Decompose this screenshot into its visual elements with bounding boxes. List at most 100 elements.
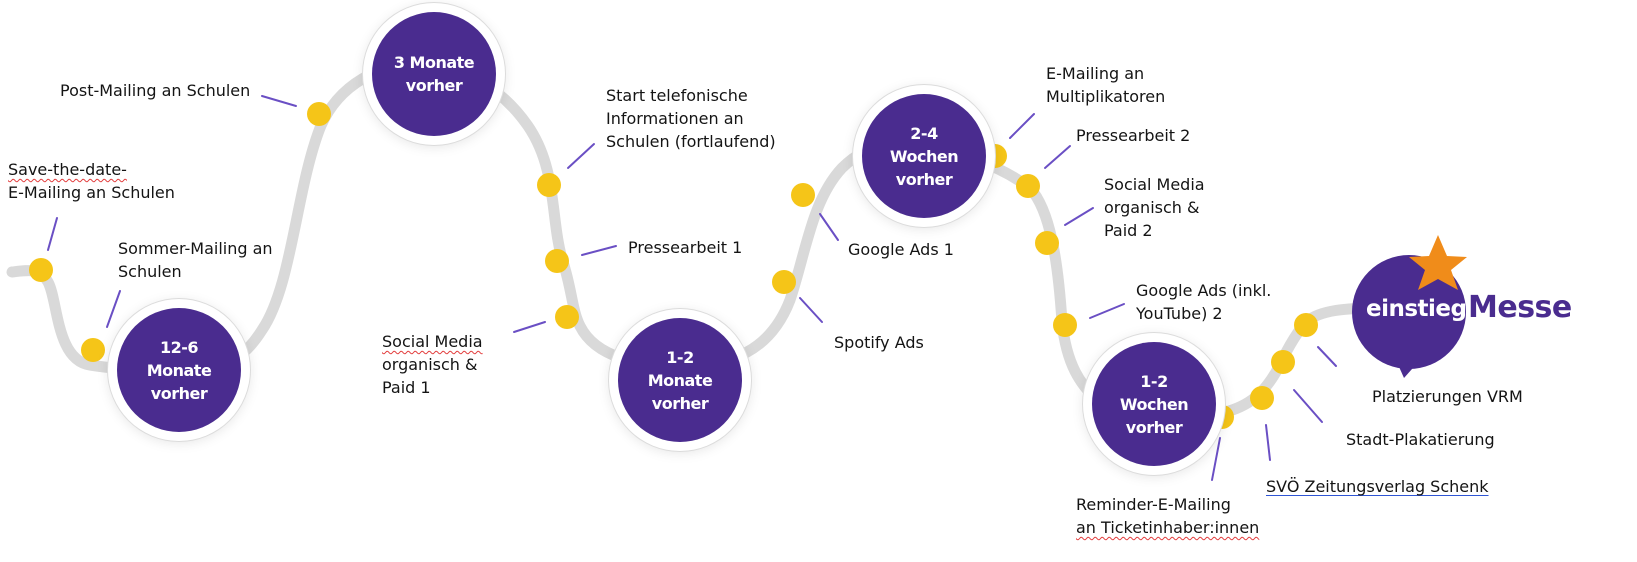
activity-line: organisch & [382, 355, 478, 374]
connector-sommer-mailing [106, 290, 121, 328]
activity-line: Paid 1 [382, 378, 431, 397]
activity-line: SVÖ Zeitungsverlag Schenk [1266, 477, 1489, 496]
phase-line: 3 Monate [393, 53, 475, 72]
activity-e-mailing-multiplikatoren: E-Mailing an Multiplikatoren [1046, 62, 1165, 108]
milestone-dot [1210, 405, 1234, 429]
activity-line: Social Media [1104, 175, 1205, 194]
connector-social-media-2 [1064, 207, 1094, 226]
milestone-dot [1294, 313, 1318, 337]
phase-line: Wochen [1119, 394, 1189, 414]
phase-line: vorher [405, 76, 463, 95]
connector-post-mailing [261, 95, 297, 107]
activity-sommer-mailing: Sommer-Mailing an Schulen [118, 237, 273, 283]
activity-line: an Ticketinhaber:innen [1076, 518, 1260, 537]
connector-pressearbeit-1 [581, 245, 617, 256]
phase-line: vorher [1125, 417, 1183, 437]
connector-zeitungsverlag [1265, 424, 1271, 461]
activity-line: Start telefonische [606, 86, 748, 105]
milestone-dot [791, 183, 815, 207]
milestone-dot [81, 338, 105, 362]
phase-line: Monate [146, 360, 212, 380]
connector-spotify-ads [799, 297, 823, 323]
activity-reminder-e-mailing: Reminder-E-Mailing an Ticketinhaber:inne… [1076, 493, 1259, 539]
phase-line: 12-6 [159, 337, 199, 357]
connector-lines [47, 95, 1337, 481]
activity-line: Google Ads 1 [848, 240, 954, 259]
activity-line: Social Media [382, 332, 483, 351]
phase-2-4-wochen: 2-4 Wochen vorher [862, 94, 986, 218]
activity-line: Reminder-E-Mailing [1076, 495, 1231, 514]
activity-line: Schulen (fortlaufend) [606, 132, 776, 151]
activity-post-mailing: Post-Mailing an Schulen [60, 79, 250, 102]
activity-line: Spotify Ads [834, 333, 924, 352]
milestone-dot [1250, 386, 1274, 410]
activity-line: E-Mailing an [1046, 64, 1145, 83]
connector-social-media-1 [513, 321, 546, 333]
activity-pressearbeit-2: Pressearbeit 2 [1076, 124, 1190, 147]
activity-start-telefonisch: Start telefonische Informationen an Schu… [606, 84, 776, 153]
activity-line: YouTube) 2 [1136, 304, 1223, 323]
milestone-dot [1035, 231, 1059, 255]
activity-platzierungen-vrm: Platzierungen VRM [1372, 385, 1523, 408]
milestone-dot [307, 102, 331, 126]
activity-line: Save-the-date- [8, 160, 127, 179]
phase-line: 1-2 [666, 347, 694, 367]
phase-line: Wochen [889, 146, 959, 166]
activity-line: Multiplikatoren [1046, 87, 1166, 106]
connector-reminder [1211, 437, 1221, 481]
activity-line: Sommer-Mailing an [118, 239, 273, 258]
activity-line: Google Ads (inkl. [1136, 281, 1272, 300]
connector-save-the-date [47, 217, 58, 251]
milestone-dot [555, 305, 579, 329]
activity-line: Post-Mailing an Schulen [60, 81, 251, 100]
activity-line: E-Mailing an Schulen [8, 183, 175, 202]
milestone-dot [983, 144, 1007, 168]
phase-line: vorher [651, 393, 709, 413]
activity-line: Schulen [118, 262, 182, 281]
activity-save-the-date: Save-the-date- E-Mailing an Schulen [8, 158, 175, 204]
activity-google-ads-2: Google Ads (inkl. YouTube) 2 [1136, 279, 1271, 325]
activity-google-ads-1: Google Ads 1 [848, 238, 954, 261]
milestone-dot [1016, 174, 1040, 198]
phase-12-6-monate: 12-6 Monate vorher [117, 308, 241, 432]
connector-start-telefonisch [567, 143, 595, 169]
activity-line: Platzierungen VRM [1372, 387, 1523, 406]
activity-line: Pressearbeit 2 [1076, 126, 1191, 145]
phase-line: Monate [647, 370, 713, 390]
logo-bubble [1352, 255, 1466, 369]
activity-line: Stadt-Plakatierung [1346, 430, 1495, 449]
connector-google-ads-2 [1089, 303, 1125, 319]
activity-stadt-plakatierung: Stadt-Plakatierung [1346, 428, 1495, 451]
milestone-dot [772, 270, 796, 294]
brand-logo-word: einstieg [1366, 296, 1467, 322]
connector-stadt-plakatierung [1293, 389, 1323, 423]
connector-e-mailing-multiplikatoren [1009, 113, 1035, 139]
activity-social-media-1: Social Media organisch & Paid 1 [382, 330, 483, 399]
phase-1-2-monate: 1-2 Monate vorher [618, 318, 742, 442]
connector-google-ads-1 [819, 213, 839, 241]
activity-line: Paid 2 [1104, 221, 1153, 240]
phase-1-2-wochen: 1-2 Wochen vorher [1092, 342, 1216, 466]
activity-social-media-2: Social Media organisch & Paid 2 [1104, 173, 1205, 242]
star-icon [1409, 235, 1467, 290]
phase-line: 2-4 [910, 123, 938, 143]
activity-line: organisch & [1104, 198, 1200, 217]
connector-platzierungen [1317, 346, 1337, 367]
milestone-dot [537, 173, 561, 197]
activity-zeitungsverlag: SVÖ Zeitungsverlag Schenk [1266, 475, 1489, 498]
phase-3-monate: 3 Monate vorher [372, 12, 496, 136]
phase-line: 1-2 [1140, 371, 1168, 391]
activity-spotify-ads: Spotify Ads [834, 331, 924, 354]
activity-pressearbeit-1: Pressearbeit 1 [628, 236, 742, 259]
milestone-dot [29, 258, 53, 282]
phase-line: vorher [895, 169, 953, 189]
milestone-dot [1271, 350, 1295, 374]
milestone-dots [29, 102, 1318, 429]
activity-line: Informationen an [606, 109, 744, 128]
logo-bubble-tail [1396, 360, 1420, 378]
milestone-dot [1053, 313, 1077, 337]
activity-line: Pressearbeit 1 [628, 238, 743, 257]
phase-line: vorher [150, 383, 208, 403]
brand-event-word: Messe [1468, 290, 1572, 325]
